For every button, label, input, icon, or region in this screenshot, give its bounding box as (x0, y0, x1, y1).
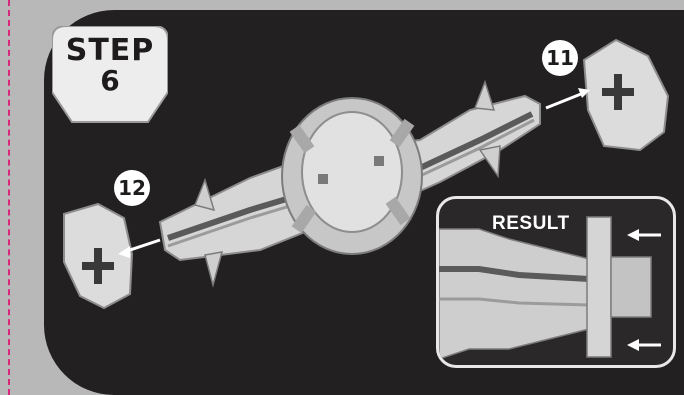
result-label: RESULT (492, 213, 570, 235)
part-12-number: 12 (114, 170, 150, 206)
part-11-wheel (584, 40, 668, 150)
center-hub (282, 98, 422, 254)
arrow-icon (627, 339, 661, 351)
arrow-icon (627, 229, 661, 241)
part-11-number: 11 (542, 40, 578, 76)
arrow-icon (546, 88, 590, 108)
part-12-wheel (64, 204, 132, 308)
